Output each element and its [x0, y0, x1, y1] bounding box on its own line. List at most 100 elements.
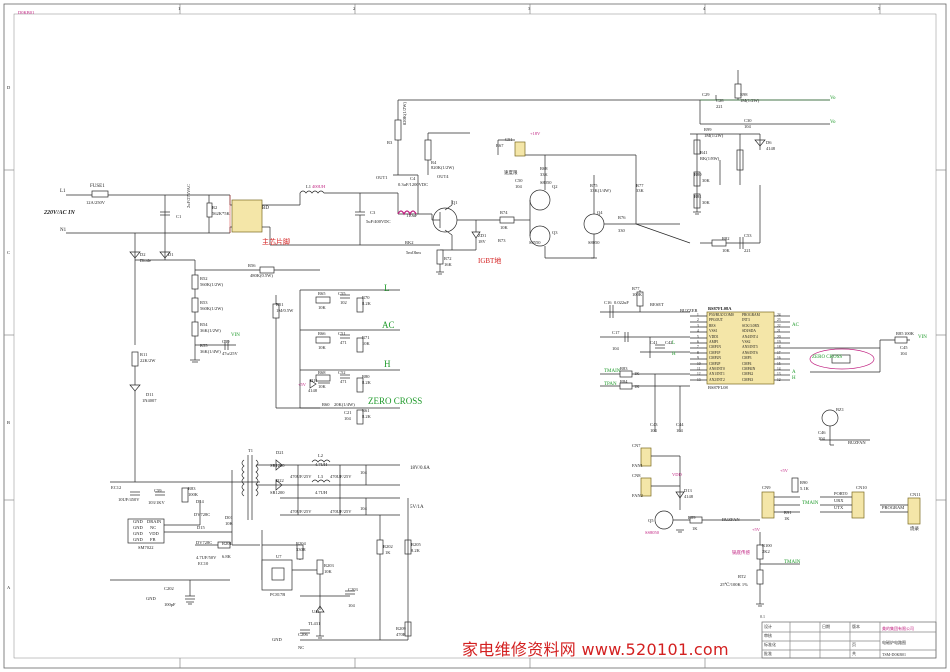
u11-part: TL431	[308, 621, 321, 626]
mcu-pin-number-right: 19	[777, 340, 781, 344]
c19-label: C19	[222, 339, 230, 344]
c16-value: 0.022uF	[614, 300, 629, 305]
r51-label: R51	[276, 302, 284, 307]
tb-rev: 0.1	[760, 614, 765, 619]
col-number-2: 2	[353, 6, 356, 11]
col-number-1: 1	[178, 6, 181, 11]
c50-label: C50	[515, 178, 523, 183]
c41-label: C41	[650, 340, 658, 345]
d11-value: 1N4007	[142, 398, 157, 403]
mcu-pin-left: AN1/INT1	[709, 372, 725, 377]
d14-value: DV728C	[194, 512, 211, 517]
r77b-value: 100K	[632, 292, 642, 297]
tb-cell-7: 页	[852, 642, 856, 647]
net-ac2-mcu: A	[792, 370, 796, 375]
fuse-label: FUSE1	[90, 184, 105, 189]
c28-label: C28	[716, 98, 724, 103]
zc-tag-mcu: ZERO CROSS	[812, 355, 843, 360]
mcu-pin-right: AN5/INT5	[742, 345, 758, 350]
rt2-value: 25℃/100K 1%	[720, 582, 748, 587]
zc-row-cap-value: 471	[340, 379, 347, 384]
driver-note: 速度限	[504, 170, 518, 175]
buzzer-net-label: BUZFAN	[848, 440, 866, 445]
r98-label: R98	[740, 92, 748, 97]
r99-label: R99	[704, 127, 712, 132]
r202-value: 1K	[385, 550, 391, 555]
tb-cell-3: 标准化	[764, 642, 776, 647]
mcu-pin-number-left: 8	[697, 350, 699, 355]
r77b-label: R77	[632, 286, 640, 291]
mcu-pin-left: CMP1N	[709, 345, 721, 350]
mcu-pin-left: CMP2N	[709, 356, 721, 361]
line-l-label: L	[384, 283, 390, 293]
cn11-label: CN11	[910, 492, 921, 497]
buzzer-label: BZ1	[836, 407, 845, 412]
r67-label: R67	[496, 143, 504, 148]
mcu-pin-number-right: 14	[777, 367, 781, 371]
q4-value: S8050	[588, 240, 600, 245]
mcu-pin-right: SCK/3.0RX	[742, 323, 760, 328]
cx-cap-value: 2uF/275VAC	[186, 184, 191, 208]
r3-label: R3	[387, 140, 393, 145]
r54-value: 36K(1/2W)	[200, 328, 221, 333]
u7-part: PC817B	[270, 592, 286, 597]
d13-value: 4148	[684, 494, 693, 499]
title-text: 电磁炉电路图	[882, 640, 906, 645]
line-ac-label: AC	[382, 320, 395, 330]
mcu-pin-right: CMP4IN	[742, 367, 756, 371]
mcu-pin-left: CMP2P	[709, 361, 721, 366]
smps-ic-pin-2: GND	[133, 525, 143, 530]
r76-value: 330	[618, 228, 625, 233]
mcu-pin-left: AN2/INT2	[709, 377, 725, 382]
r77-label: R77	[636, 183, 644, 188]
buzfan-net-2: BUZFAN	[722, 517, 740, 522]
r83-smps-value: 100K	[188, 492, 198, 497]
r56-label: R56	[248, 263, 256, 268]
r53-value: 560K(1/2W)	[200, 306, 223, 311]
c206-value: NC	[298, 645, 305, 650]
r52-value: 560K(1/2W)	[200, 282, 223, 287]
mcu-pin-right: CMP3	[742, 356, 752, 361]
c43-label: C43	[650, 422, 658, 427]
mcu-pin-number-right: 23	[777, 318, 781, 323]
r73-label: R73	[498, 238, 506, 243]
sheet-corner-tag: D0KB01	[18, 10, 35, 15]
c29-label: C29	[702, 92, 710, 97]
smps-ic-pin-3: GND	[133, 531, 143, 536]
c53-value: 221	[744, 248, 751, 253]
mcu-pin-right: VSS2	[742, 340, 751, 344]
tb-cell-4: 批准	[764, 651, 772, 656]
r68-label: R68	[540, 166, 548, 171]
cout-1: 104	[360, 470, 367, 475]
u7-label: U7	[276, 554, 282, 559]
r11-value: 22K/2W	[140, 358, 156, 363]
choke-value: 400UH	[312, 184, 326, 189]
port-rx: PORT0	[834, 491, 848, 496]
c16-label: C16	[604, 300, 612, 305]
col-number-5: 5	[878, 6, 881, 11]
r202-label: R202	[383, 544, 393, 549]
l3-label: L3	[318, 474, 323, 479]
r2-label: R2	[212, 205, 218, 210]
tb-cell-1: 设计	[764, 624, 772, 629]
vo-tag-2: Vo	[830, 120, 836, 125]
net-h2-mcu: H	[792, 376, 796, 381]
c202-label: C202	[164, 586, 174, 591]
mcu-pin-number-right: 13	[777, 372, 781, 377]
c21-label: C21	[344, 410, 352, 415]
r53-label: R53	[200, 300, 208, 305]
igbt-ground-note: IGBT地	[478, 257, 502, 265]
c46-label: C46	[818, 430, 826, 435]
c44-value: 104	[676, 428, 683, 433]
tmain-net: TMAIN	[604, 369, 621, 374]
tmain-cn9: TMAIN	[802, 501, 819, 506]
vin-tag-zc: VIN	[231, 333, 240, 338]
r84b-value: 1K	[634, 384, 640, 389]
zc-row-resistor2: R71	[362, 335, 370, 340]
d11b-value: 4148	[308, 388, 317, 393]
ec10-label: EC10	[198, 561, 209, 566]
zc-row-resistor2-value: 8.2K	[362, 301, 371, 306]
mcu-pin-left: P50/BUZ/COM0	[709, 313, 734, 317]
q4-label: Q4	[597, 210, 603, 215]
